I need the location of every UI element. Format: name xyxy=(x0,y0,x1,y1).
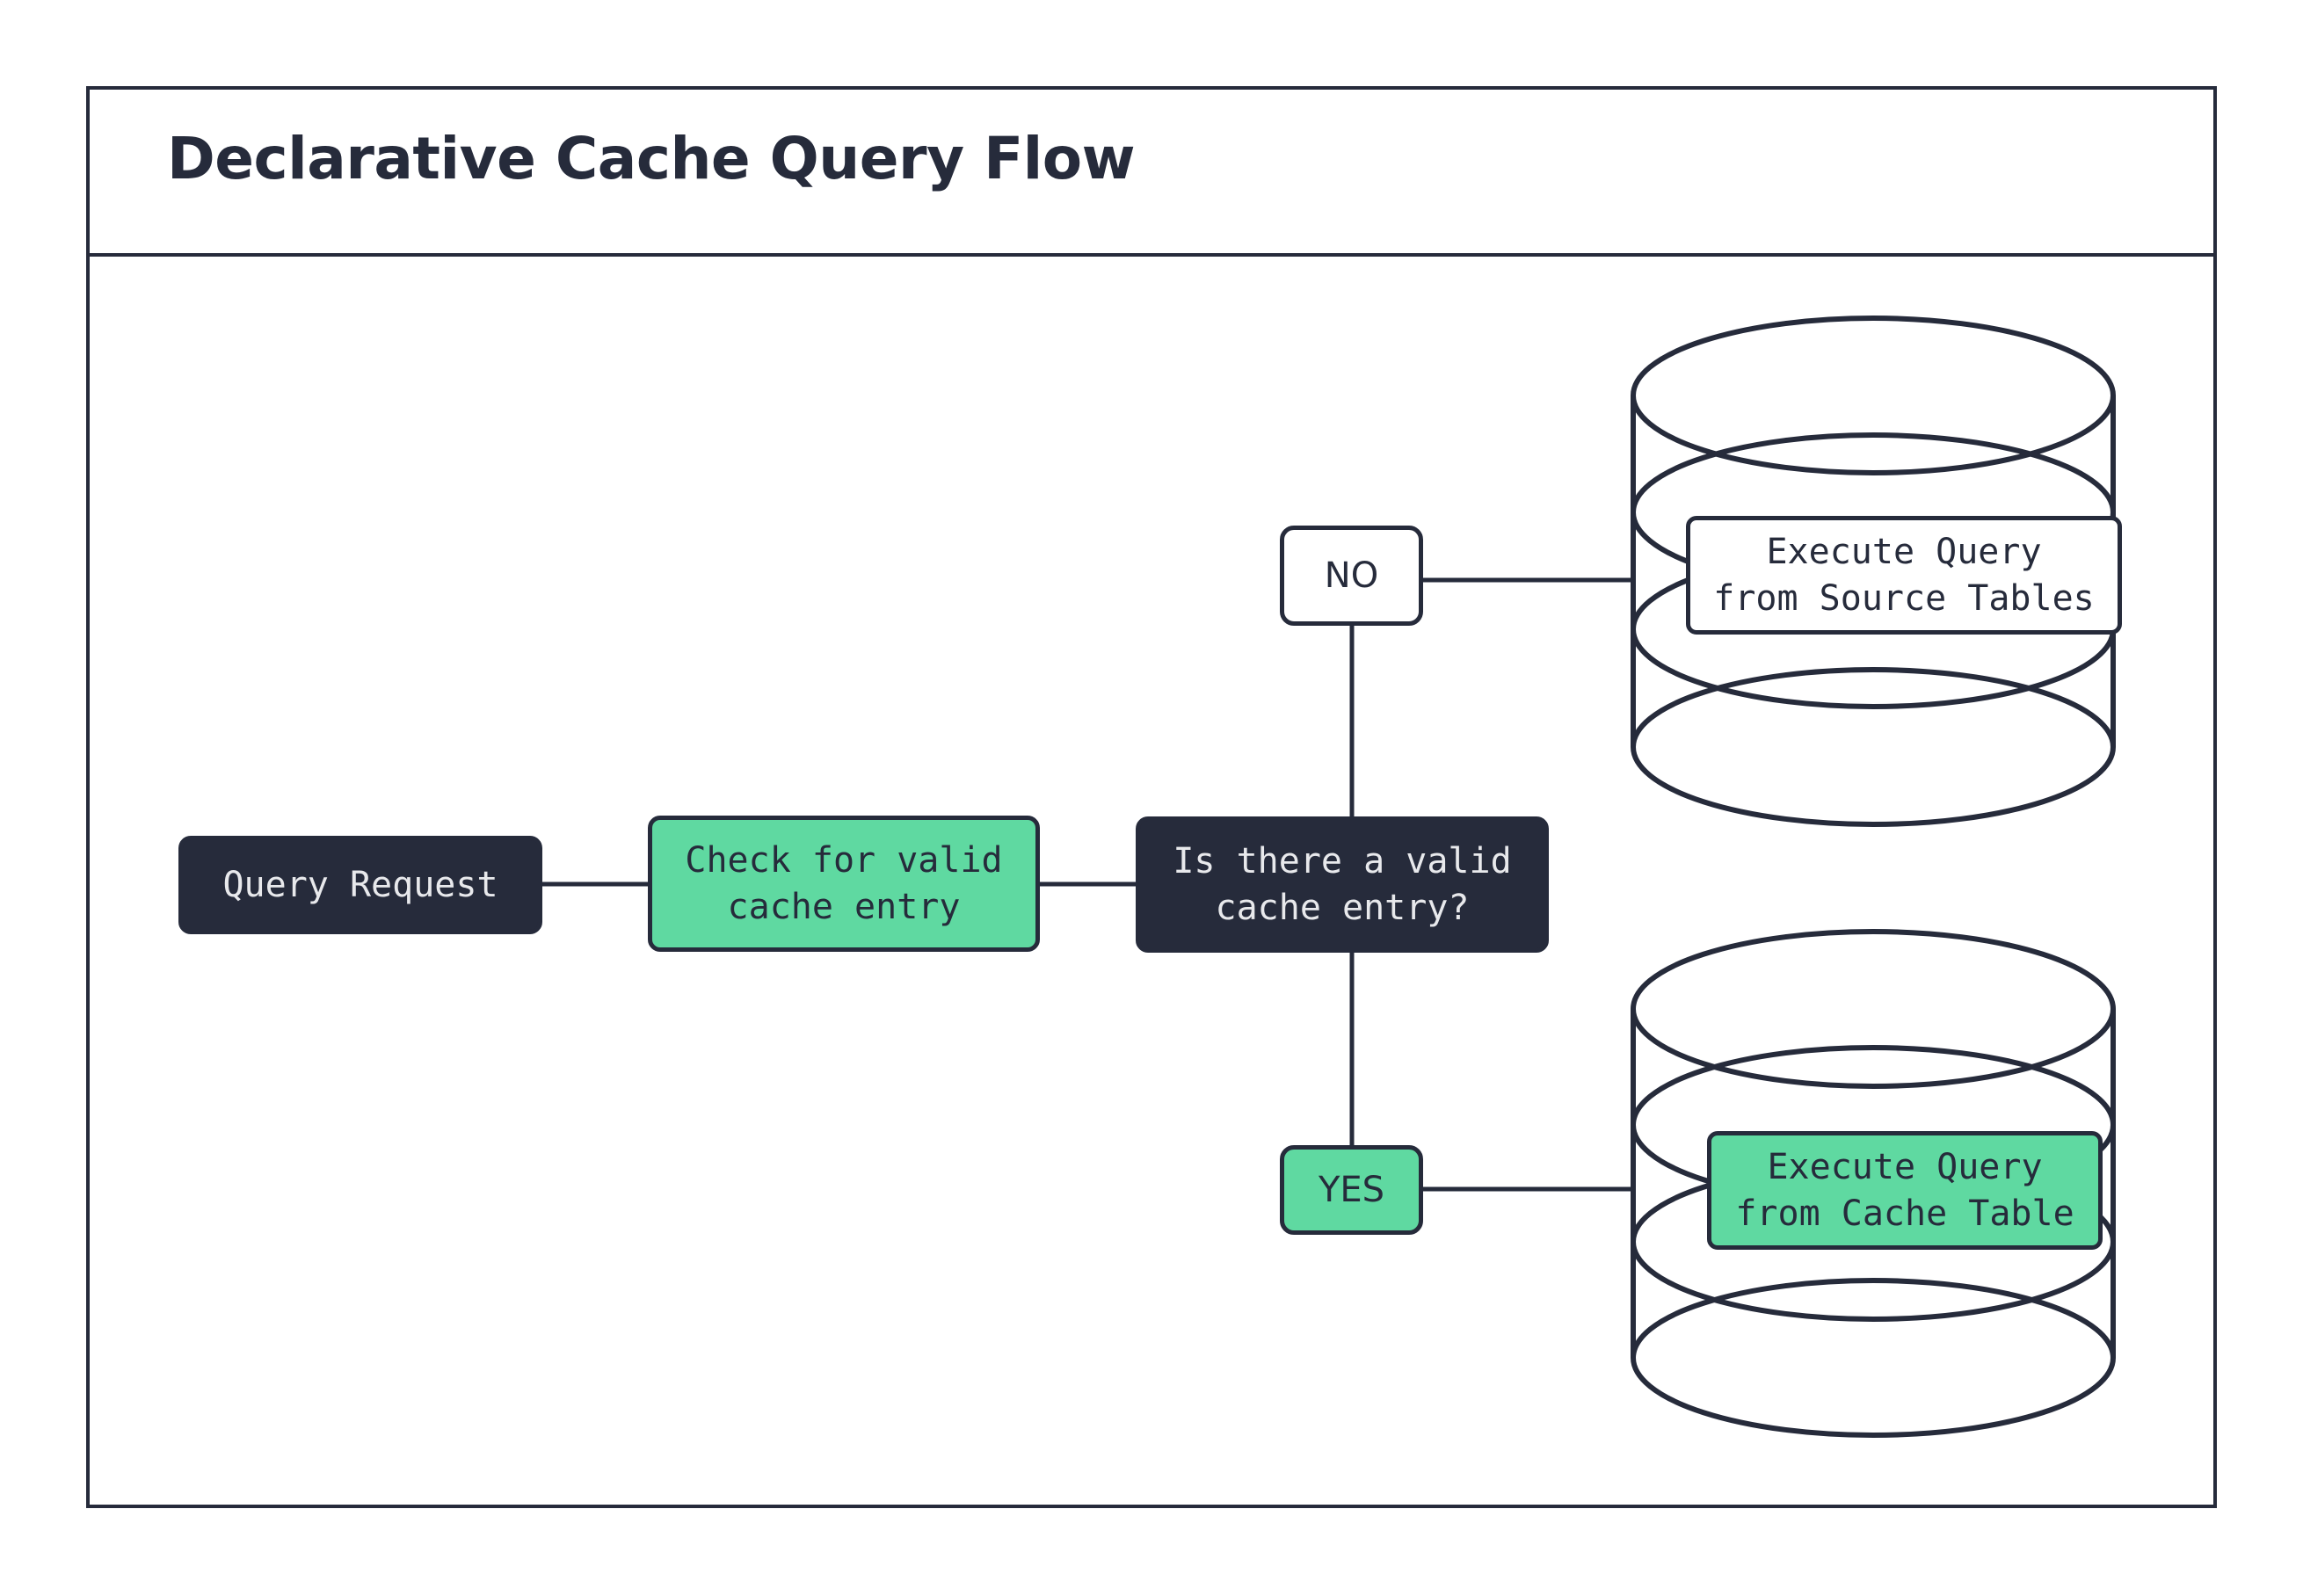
title-band xyxy=(86,86,2217,257)
diagram-frame xyxy=(86,86,2217,1508)
node-execute-query-cache-table[interactable]: Execute Query from Cache Table xyxy=(1707,1131,2103,1250)
branch-label-no[interactable]: NO xyxy=(1280,526,1423,626)
page-title: Declarative Cache Query Flow xyxy=(167,125,1136,192)
node-execute-query-source-tables[interactable]: Execute Query from Source Tables xyxy=(1686,516,2122,635)
branch-label-yes[interactable]: YES xyxy=(1280,1145,1423,1235)
node-check-cache[interactable]: Check for valid cache entry xyxy=(648,816,1040,952)
node-decision-valid-cache[interactable]: Is there a valid cache entry? xyxy=(1136,816,1549,953)
node-query-request[interactable]: Query Request xyxy=(178,836,542,934)
